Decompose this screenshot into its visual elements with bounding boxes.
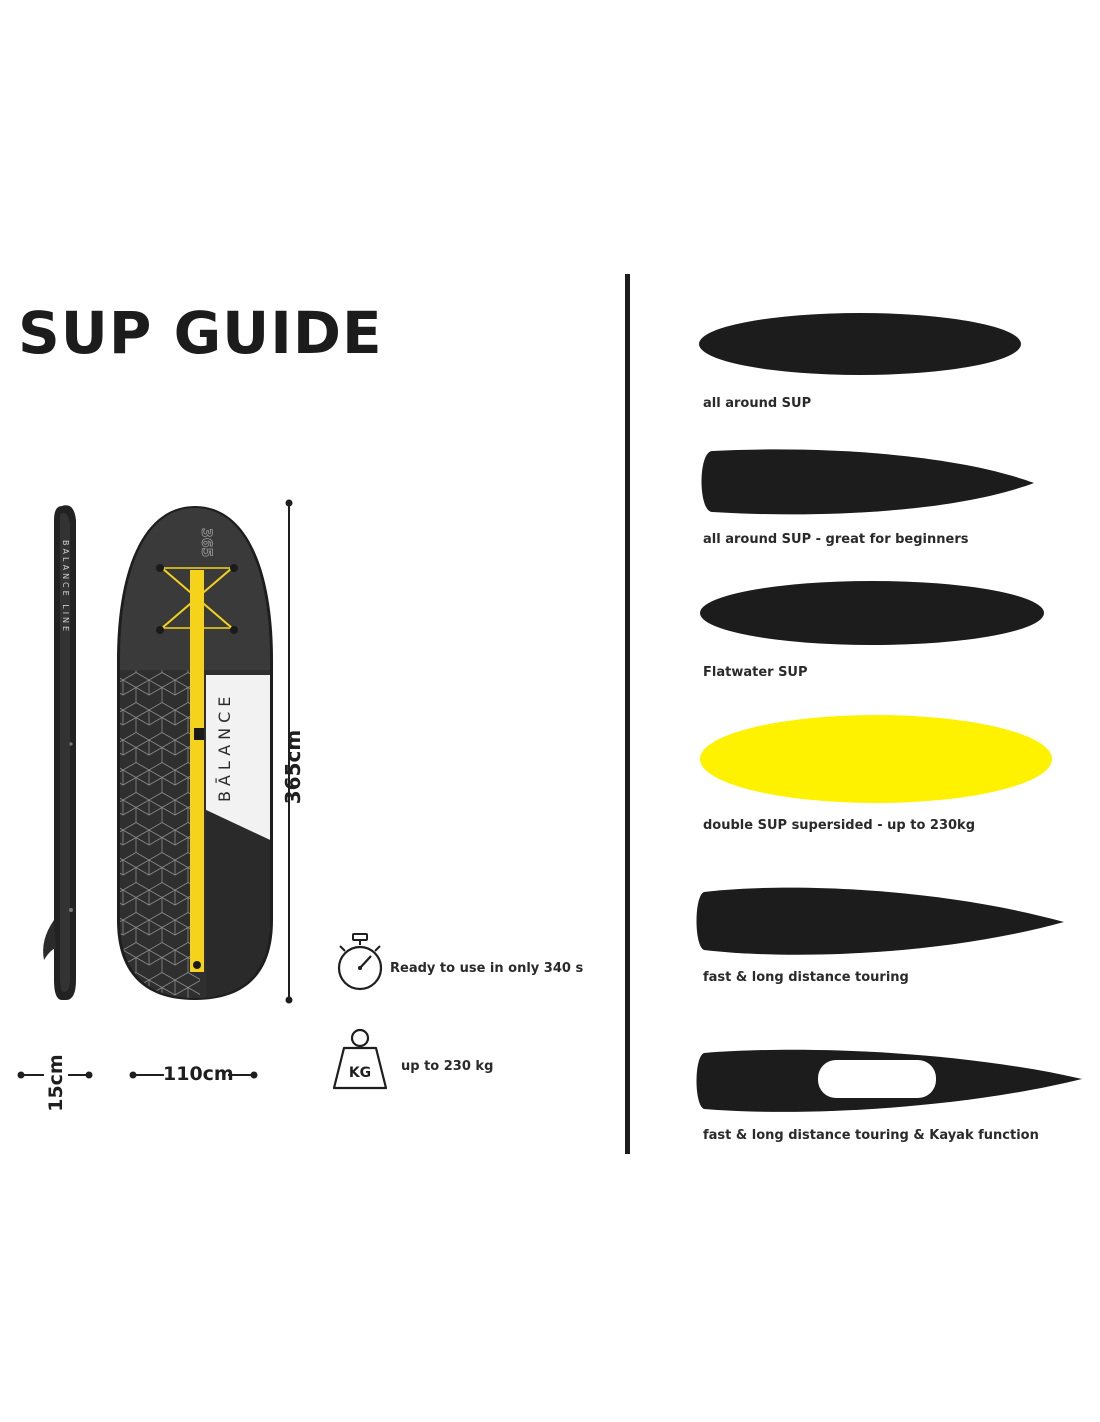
ready-time-text: Ready to use in only 340 s (390, 961, 584, 976)
column-divider (625, 274, 630, 1154)
weight-icon: KG (332, 1028, 388, 1090)
shape-label-touring: fast & long distance touring (703, 970, 909, 985)
shape-kayak (696, 1049, 1082, 1112)
shape-beginners (701, 449, 1034, 515)
shape-touring (696, 887, 1064, 955)
weight-icon-label: KG (349, 1065, 371, 1081)
shape-flatwater (700, 581, 1044, 645)
max-weight-text: up to 230 kg (401, 1059, 494, 1074)
shape-all-around (699, 313, 1021, 375)
width-label: 110cm (163, 1063, 234, 1085)
shape-double (700, 715, 1052, 803)
width-dimension-line (129, 1071, 258, 1079)
board-nose-number: 365 (198, 528, 214, 557)
shape-label-all-around: all around SUP (703, 396, 812, 411)
page-title: SUP GUIDE (18, 299, 383, 367)
board-side-view: BALANCE LINE (43, 505, 76, 1000)
shape-label-flatwater: Flatwater SUP (703, 665, 808, 680)
shape-label-double: double SUP supersided - up to 230kg (703, 818, 976, 833)
length-label: 365cm (281, 729, 305, 805)
length-dimension-line (285, 499, 293, 1004)
board-top-view: 365 BĀLANCE (117, 506, 273, 1000)
stopwatch-icon (337, 933, 383, 991)
shape-label-beginners: all around SUP - great for beginners (703, 532, 969, 547)
thickness-dimension-line (17, 1071, 93, 1079)
shape-label-kayak: fast & long distance touring & Kayak fun… (703, 1128, 1039, 1143)
thickness-label: 15cm (45, 1054, 67, 1112)
board-brand-label: BĀLANCE (215, 692, 234, 802)
board-side-label: BALANCE LINE (61, 540, 70, 634)
